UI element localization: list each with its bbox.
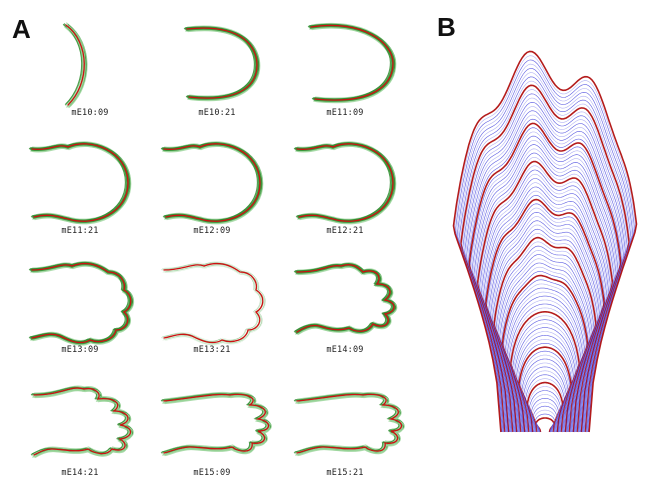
stage-outline-group bbox=[308, 23, 395, 102]
stage-outline-plot bbox=[283, 133, 407, 233]
stage-outline-group bbox=[294, 263, 396, 335]
stage-outline-plot bbox=[283, 252, 407, 352]
stage-outline-group bbox=[29, 142, 130, 224]
stage-cell: mE13:09 bbox=[18, 252, 142, 370]
stage-label: mE12:09 bbox=[150, 226, 274, 236]
stage-cell: mE15:09 bbox=[150, 375, 274, 493]
stage-label: mE14:09 bbox=[283, 345, 407, 355]
sample-outline bbox=[35, 387, 131, 454]
stage-label: mE15:09 bbox=[150, 468, 274, 478]
stage-cell: mE13:21 bbox=[150, 252, 274, 370]
stage-cell: mE12:21 bbox=[283, 133, 407, 251]
stage-outline-group bbox=[294, 392, 404, 455]
sample-outline-band bbox=[297, 144, 393, 221]
sample-outline-band bbox=[164, 144, 260, 221]
sample-outline-band bbox=[297, 265, 394, 332]
stage-cell: mE12:09 bbox=[150, 133, 274, 251]
panel-b-letter: B bbox=[437, 12, 456, 43]
stage-outline-group bbox=[184, 26, 259, 101]
sample-outline bbox=[190, 29, 260, 99]
sample-outline bbox=[36, 388, 132, 455]
stage-label: mE13:21 bbox=[150, 345, 274, 355]
stage-outline-plot bbox=[18, 375, 142, 475]
stage-cell: mE11:09 bbox=[283, 15, 407, 133]
interpolated-outline bbox=[473, 140, 617, 432]
stage-label: mE12:21 bbox=[283, 226, 407, 236]
stage-label: mE10:21 bbox=[155, 108, 279, 118]
stage-label: mE15:21 bbox=[283, 468, 407, 478]
stage-outline-plot bbox=[150, 133, 274, 233]
stage-outline-plot bbox=[155, 15, 279, 115]
sample-outline bbox=[162, 264, 261, 343]
stage-cell: mE14:21 bbox=[18, 375, 142, 493]
stage-cell: mE15:21 bbox=[283, 375, 407, 493]
stage-label: mE14:21 bbox=[18, 468, 142, 478]
sample-outline bbox=[161, 263, 260, 342]
stage-outline-plot bbox=[283, 15, 407, 115]
stage-outline-plot bbox=[18, 133, 142, 233]
stage-outline-group bbox=[29, 262, 133, 346]
stage-outline-group bbox=[294, 142, 395, 224]
stage-cell: mE10:21 bbox=[155, 15, 279, 133]
mean-outline bbox=[311, 25, 393, 100]
stage-cell: mE14:09 bbox=[283, 252, 407, 370]
panel-b-outline-timeseries bbox=[430, 40, 660, 436]
stage-label: mE11:21 bbox=[18, 226, 142, 236]
stage-outline-group bbox=[161, 262, 265, 346]
stage-cell: mE11:21 bbox=[18, 133, 142, 251]
stage-outline-plot bbox=[150, 375, 274, 475]
stage-outline-plot bbox=[283, 375, 407, 475]
sample-outline bbox=[314, 26, 396, 101]
stage-outline-group bbox=[161, 142, 262, 224]
stage-outline-plot bbox=[28, 15, 152, 115]
stage-outline-plot bbox=[18, 252, 142, 352]
mean-outline bbox=[34, 388, 131, 455]
stage-label: mE13:09 bbox=[18, 345, 142, 355]
stage-outline-group bbox=[63, 23, 87, 108]
stage-label: mE10:09 bbox=[28, 108, 152, 118]
sample-outline bbox=[37, 389, 134, 456]
stage-outline-plot bbox=[150, 252, 274, 352]
stage-outline-group bbox=[161, 392, 271, 455]
sample-outline bbox=[299, 264, 396, 331]
sample-outline bbox=[36, 389, 133, 456]
sample-outline-band bbox=[32, 144, 128, 221]
stage-label: mE11:09 bbox=[283, 108, 407, 118]
stage-cell: mE10:09 bbox=[28, 15, 152, 133]
interpolated-outline bbox=[476, 153, 615, 432]
stage-outline-group bbox=[31, 386, 133, 458]
